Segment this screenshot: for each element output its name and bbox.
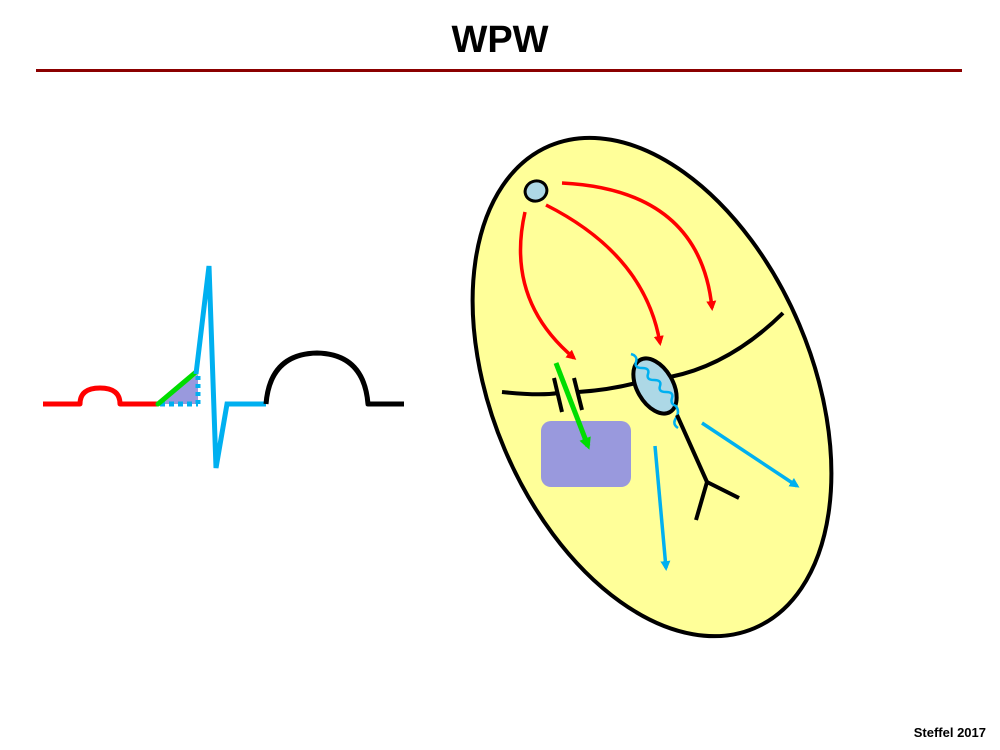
ecg-p-wave bbox=[43, 385, 158, 407]
atrial-arrow-2 bbox=[545, 203, 664, 346]
right-bundle-branch bbox=[694, 481, 709, 521]
atrial-arrow-1 bbox=[518, 211, 577, 360]
author-credit: Steffel 2017 bbox=[913, 725, 986, 740]
accessory-pathway-marker-left bbox=[552, 377, 564, 413]
heart-schematic bbox=[470, 135, 834, 639]
sinus-node bbox=[523, 179, 549, 203]
ecg-tracing bbox=[43, 265, 404, 469]
av-node bbox=[631, 356, 679, 416]
ventricular-arrow-2 bbox=[701, 421, 800, 488]
accessory-pathway-marker-right bbox=[572, 377, 584, 411]
ecg-delta-wave bbox=[155, 369, 199, 407]
av-plane bbox=[501, 390, 559, 397]
slide-title: WPW bbox=[451, 19, 549, 61]
ventricular-arrow-1 bbox=[653, 445, 671, 571]
av-plane-right bbox=[669, 311, 785, 379]
atrial-arrow-3 bbox=[561, 181, 717, 311]
pre-excited-region bbox=[541, 421, 631, 487]
accessory-pathway-arrow bbox=[553, 362, 591, 450]
title-divider bbox=[36, 69, 962, 72]
av-node-squiggle bbox=[630, 352, 680, 430]
ecg-qrs-complex bbox=[193, 265, 266, 469]
his-bundle bbox=[675, 414, 709, 483]
ecg-t-wave bbox=[263, 350, 404, 407]
left-bundle-branch bbox=[706, 480, 740, 500]
